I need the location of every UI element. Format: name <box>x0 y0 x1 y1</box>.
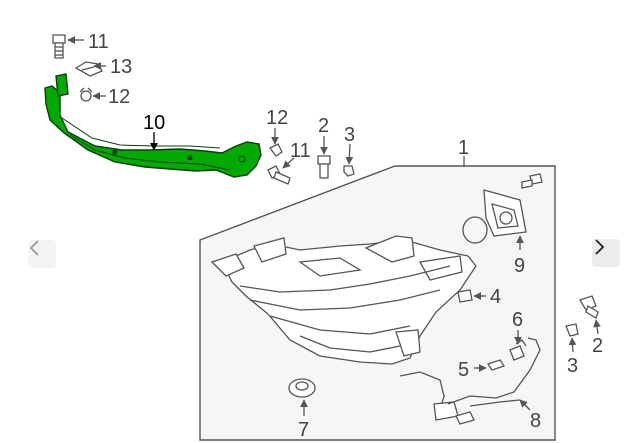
callout-8: 8 <box>530 410 541 432</box>
grommet-part-7[interactable] <box>288 378 316 398</box>
seal-ring[interactable] <box>462 216 488 244</box>
callout-7: 7 <box>298 419 309 441</box>
callout-12-center: 12 <box>266 107 288 129</box>
callout-2-right: 2 <box>592 335 603 357</box>
clip-part-4[interactable] <box>457 289 473 303</box>
callout-5: 5 <box>458 359 469 381</box>
bolt-part-11-center[interactable] <box>267 165 291 185</box>
prev-button[interactable] <box>28 240 56 268</box>
callout-6: 6 <box>512 309 523 331</box>
next-button[interactable] <box>592 239 620 267</box>
clip-part-3-center[interactable] <box>343 165 355 177</box>
callout-12-top: 12 <box>108 86 130 108</box>
chevron-left-icon <box>29 240 39 256</box>
leader-lines <box>67 36 601 416</box>
bulb-part-5[interactable] <box>486 359 506 371</box>
bolt-part-2-center[interactable] <box>317 155 331 179</box>
callout-13: 13 <box>110 56 132 78</box>
harness-part-8[interactable] <box>399 337 541 425</box>
socket-part-9[interactable] <box>483 189 527 237</box>
callout-9: 9 <box>514 255 525 277</box>
clip-part-12[interactable] <box>79 87 93 102</box>
callout-10: 10 <box>143 112 165 134</box>
callout-4: 4 <box>490 286 501 308</box>
callout-2-center: 2 <box>318 115 329 137</box>
callout-3-center: 3 <box>344 124 355 146</box>
bolt-part-2-right[interactable] <box>579 295 599 319</box>
bracket-part-10[interactable] <box>44 73 262 178</box>
callout-1: 1 <box>458 137 469 159</box>
clip-part-3-right[interactable] <box>565 323 579 337</box>
callout-11-top: 11 <box>88 31 109 53</box>
callout-3-right: 3 <box>567 355 578 377</box>
clip-part-12-center[interactable] <box>269 143 283 157</box>
clip-part-13[interactable] <box>74 61 103 77</box>
chevron-right-icon <box>595 239 605 255</box>
bolt-part-11[interactable] <box>52 34 66 59</box>
screw-part-9[interactable] <box>521 173 543 189</box>
callout-11-center: 11 <box>290 140 311 162</box>
headlamp-assembly[interactable] <box>210 235 477 365</box>
